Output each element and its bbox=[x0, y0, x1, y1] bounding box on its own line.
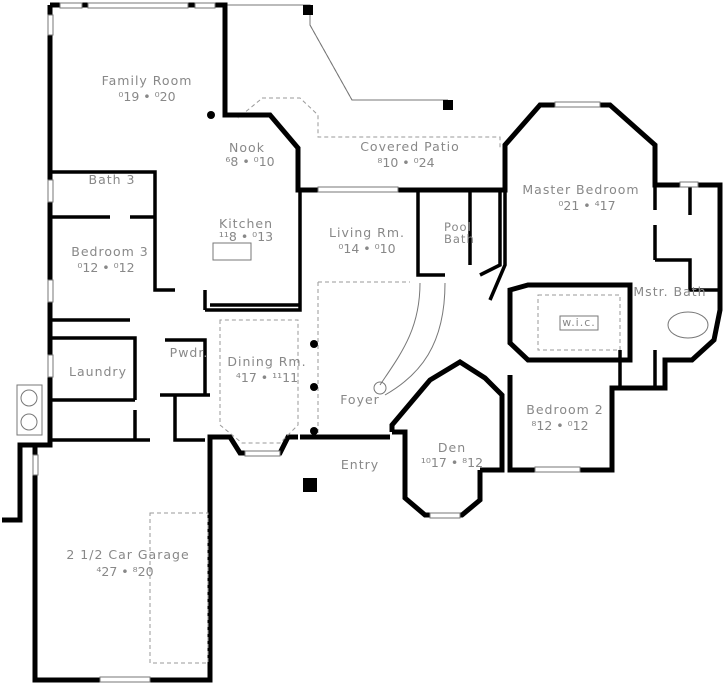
room-dims: ⁸12 • ⁰12 bbox=[531, 418, 589, 433]
room-dims: ¹¹8 • ⁰13 bbox=[218, 229, 274, 244]
interior-walls bbox=[50, 170, 720, 442]
patio-edge bbox=[225, 4, 448, 101]
room-dims: ⁰12 • ⁰12 bbox=[77, 260, 135, 275]
room-name: Covered Patio bbox=[360, 139, 460, 154]
room-dims: ⁰19 • ⁰20 bbox=[118, 89, 176, 104]
room-name: Pwdr. bbox=[169, 345, 209, 360]
garage-parking-outline bbox=[149, 512, 209, 664]
curved-staircase bbox=[373, 282, 446, 396]
patio-outline bbox=[225, 4, 501, 150]
room-dims: ⁴17 • ¹¹11 bbox=[235, 370, 299, 385]
room-dims: ⁰21 • ⁴17 bbox=[558, 198, 616, 213]
room-name: 2 1/2 Car Garage bbox=[66, 547, 190, 562]
room-name: w.i.c. bbox=[562, 316, 596, 329]
room-name: Bath 3 bbox=[88, 172, 136, 187]
room-name: Foyer bbox=[340, 392, 380, 407]
room-name: Entry bbox=[340, 457, 380, 472]
room-dims: ⁶8 • ⁰10 bbox=[225, 154, 275, 169]
bathtub-icon bbox=[667, 311, 709, 339]
room-dims: ⁴27 • ⁸20 bbox=[96, 564, 154, 579]
room-dims: ⁸10 • ⁰24 bbox=[377, 155, 435, 170]
room-name: Bedroom 3 bbox=[71, 244, 149, 259]
room-name: Nook bbox=[229, 140, 265, 155]
washer-dryer-icon bbox=[16, 384, 43, 436]
room-name: Living Rm. bbox=[329, 225, 405, 240]
dining-outline bbox=[219, 319, 299, 444]
room-name: Dining Rm. bbox=[227, 354, 307, 369]
wic-box bbox=[559, 315, 599, 331]
windows bbox=[32, 2, 699, 683]
kitchen-island bbox=[212, 242, 252, 261]
closet-wall bbox=[507, 282, 633, 363]
closet-outline bbox=[537, 294, 621, 351]
room-name: Master Bedroom bbox=[522, 182, 640, 197]
room-dims: ¹⁰17 • ⁸12 bbox=[420, 455, 484, 470]
room-name: Den bbox=[437, 440, 467, 455]
foyer-outline bbox=[317, 281, 410, 435]
room-name: Mstr. Bath bbox=[633, 284, 707, 299]
room-name: Pool Bath bbox=[444, 220, 475, 246]
exterior-wall bbox=[32, 2, 723, 683]
room-name: Kitchen bbox=[219, 216, 273, 231]
room-name: Family Room bbox=[101, 73, 193, 88]
room-name: Laundry bbox=[69, 364, 127, 379]
columns bbox=[207, 5, 453, 492]
exterior-wall-notch bbox=[2, 442, 35, 523]
room-dims: ⁰14 • ⁰10 bbox=[338, 241, 396, 256]
room-name: Bedroom 2 bbox=[526, 402, 604, 417]
den-wall bbox=[389, 359, 505, 473]
